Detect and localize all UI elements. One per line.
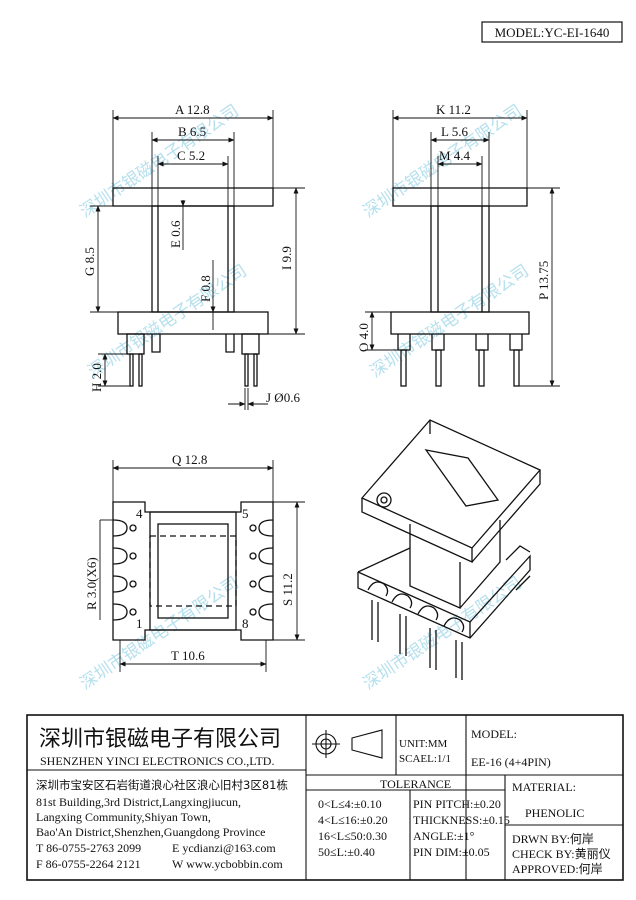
dim-Q: Q 12.8 — [172, 452, 207, 467]
watermark-text: 深圳市银磁电子有限公司 — [85, 261, 251, 382]
tolerance-row: ANGLE:±1° — [413, 829, 475, 843]
dim-E: E 0.6 — [168, 220, 183, 248]
model-heading: MODEL: — [471, 727, 517, 741]
dim-O: O 4.0 — [356, 323, 371, 352]
dim-S: S 11.2 — [280, 573, 295, 606]
dim-C: C 5.2 — [177, 148, 205, 163]
model-label-box: MODEL:YC-EI-1640 — [481, 21, 623, 43]
dim-F: F 0.8 — [198, 275, 213, 302]
material-heading: MATERIAL: — [512, 780, 576, 794]
watermark-text: 深圳市银磁电子有限公司 — [360, 573, 526, 694]
tolerance-heading: TOLERANCE — [380, 777, 452, 791]
side-view — [365, 110, 560, 387]
front-view-labels: A 12.8 B 6.5 C 5.2 E 0.6 F 0.8 G 8.5 I 9… — [82, 102, 300, 405]
model-label: MODEL:YC-EI-1640 — [495, 25, 610, 40]
website: W www.ycbobbin.com — [172, 857, 283, 871]
dim-H: H 2.0 — [89, 363, 104, 392]
tolerance-row: PIN PITCH:±0.20 — [413, 797, 501, 811]
side-view-labels: K 11.2 L 5.6 M 4.4 P 13.75 O 4.0 — [356, 102, 551, 352]
address-line: Bao'An District,Shenzhen,Guangdong Provi… — [36, 825, 266, 839]
tel: T 86-0755-2763 2099 — [36, 841, 142, 855]
title-block-lines — [26, 714, 624, 881]
dim-K: K 11.2 — [436, 102, 471, 117]
email: E ycdianzi@163.com — [172, 841, 276, 855]
company-name-en: SHENZHEN YINCI ELECTRONICS CO.,LTD. — [40, 754, 275, 768]
dim-R: R 3.0(X6) — [84, 557, 99, 610]
address-line: Langxing Community,Shiyan Town, — [36, 810, 211, 824]
dim-L: L 5.6 — [441, 124, 468, 139]
unit: UNIT:MM — [399, 738, 448, 750]
pin-label-5: 5 — [242, 506, 249, 521]
dim-G: G 8.5 — [82, 247, 97, 276]
dim-P: P 13.75 — [536, 261, 551, 300]
tolerance-row: 0<L≤4:±0.10 — [318, 797, 382, 811]
address-line: 81st Building,3rd District,Langxingjiucu… — [36, 795, 241, 809]
tolerance-row: THICKNESS:±0.15 — [413, 813, 510, 827]
company-name-cn: 深圳市银磁电子有限公司 — [39, 727, 282, 752]
dim-J: J Ø0.6 — [266, 390, 300, 405]
address-line: 深圳市宝安区石岩街道浪心社区浪心旧村3区81栋 — [36, 778, 288, 792]
drawn-by: DRWN BY:何岸 — [512, 832, 594, 846]
dim-T: T 10.6 — [171, 648, 205, 663]
isometric-view — [357, 419, 542, 680]
tolerance-row: 16<L≤50:0.30 — [318, 829, 388, 843]
bottom-view-labels: Q 12.8 T 10.6 S 11.2 R 3.0(X6) 4 5 1 8 — [84, 452, 295, 663]
dim-I: I 9.9 — [279, 246, 294, 270]
dim-M: M 4.4 — [439, 148, 471, 163]
pin-label-8: 8 — [242, 616, 249, 631]
dim-B: B 6.5 — [178, 124, 206, 139]
tolerance-row: 50≤L:±0.40 — [318, 845, 375, 859]
fax: F 86-0755-2264 2121 — [36, 857, 141, 871]
front-view — [90, 110, 305, 410]
dim-A: A 12.8 — [175, 102, 210, 117]
approved-by: APPROVED:何岸 — [512, 862, 603, 876]
pin-label-1: 1 — [136, 616, 143, 631]
scale: SCAEL:1/1 — [399, 753, 451, 765]
watermarks: 深圳市银磁电子有限公司 深圳市银磁电子有限公司 深圳市银磁电子有限公司 深圳市银… — [77, 101, 533, 694]
watermark-text: 深圳市银磁电子有限公司 — [77, 573, 243, 694]
pin-label-4: 4 — [136, 506, 143, 521]
tolerance-row: 4<L≤16:±0.20 — [318, 813, 388, 827]
material-value: PHENOLIC — [525, 806, 585, 820]
tolerance-row: PIN DIM:±0.05 — [413, 845, 490, 859]
watermark-text: 深圳市银磁电子有限公司 — [77, 101, 243, 222]
model-value: EE-16 (4+4PIN) — [471, 755, 551, 769]
bottom-view — [99, 460, 305, 672]
check-by: CHECK BY:黄丽仪 — [512, 847, 611, 861]
